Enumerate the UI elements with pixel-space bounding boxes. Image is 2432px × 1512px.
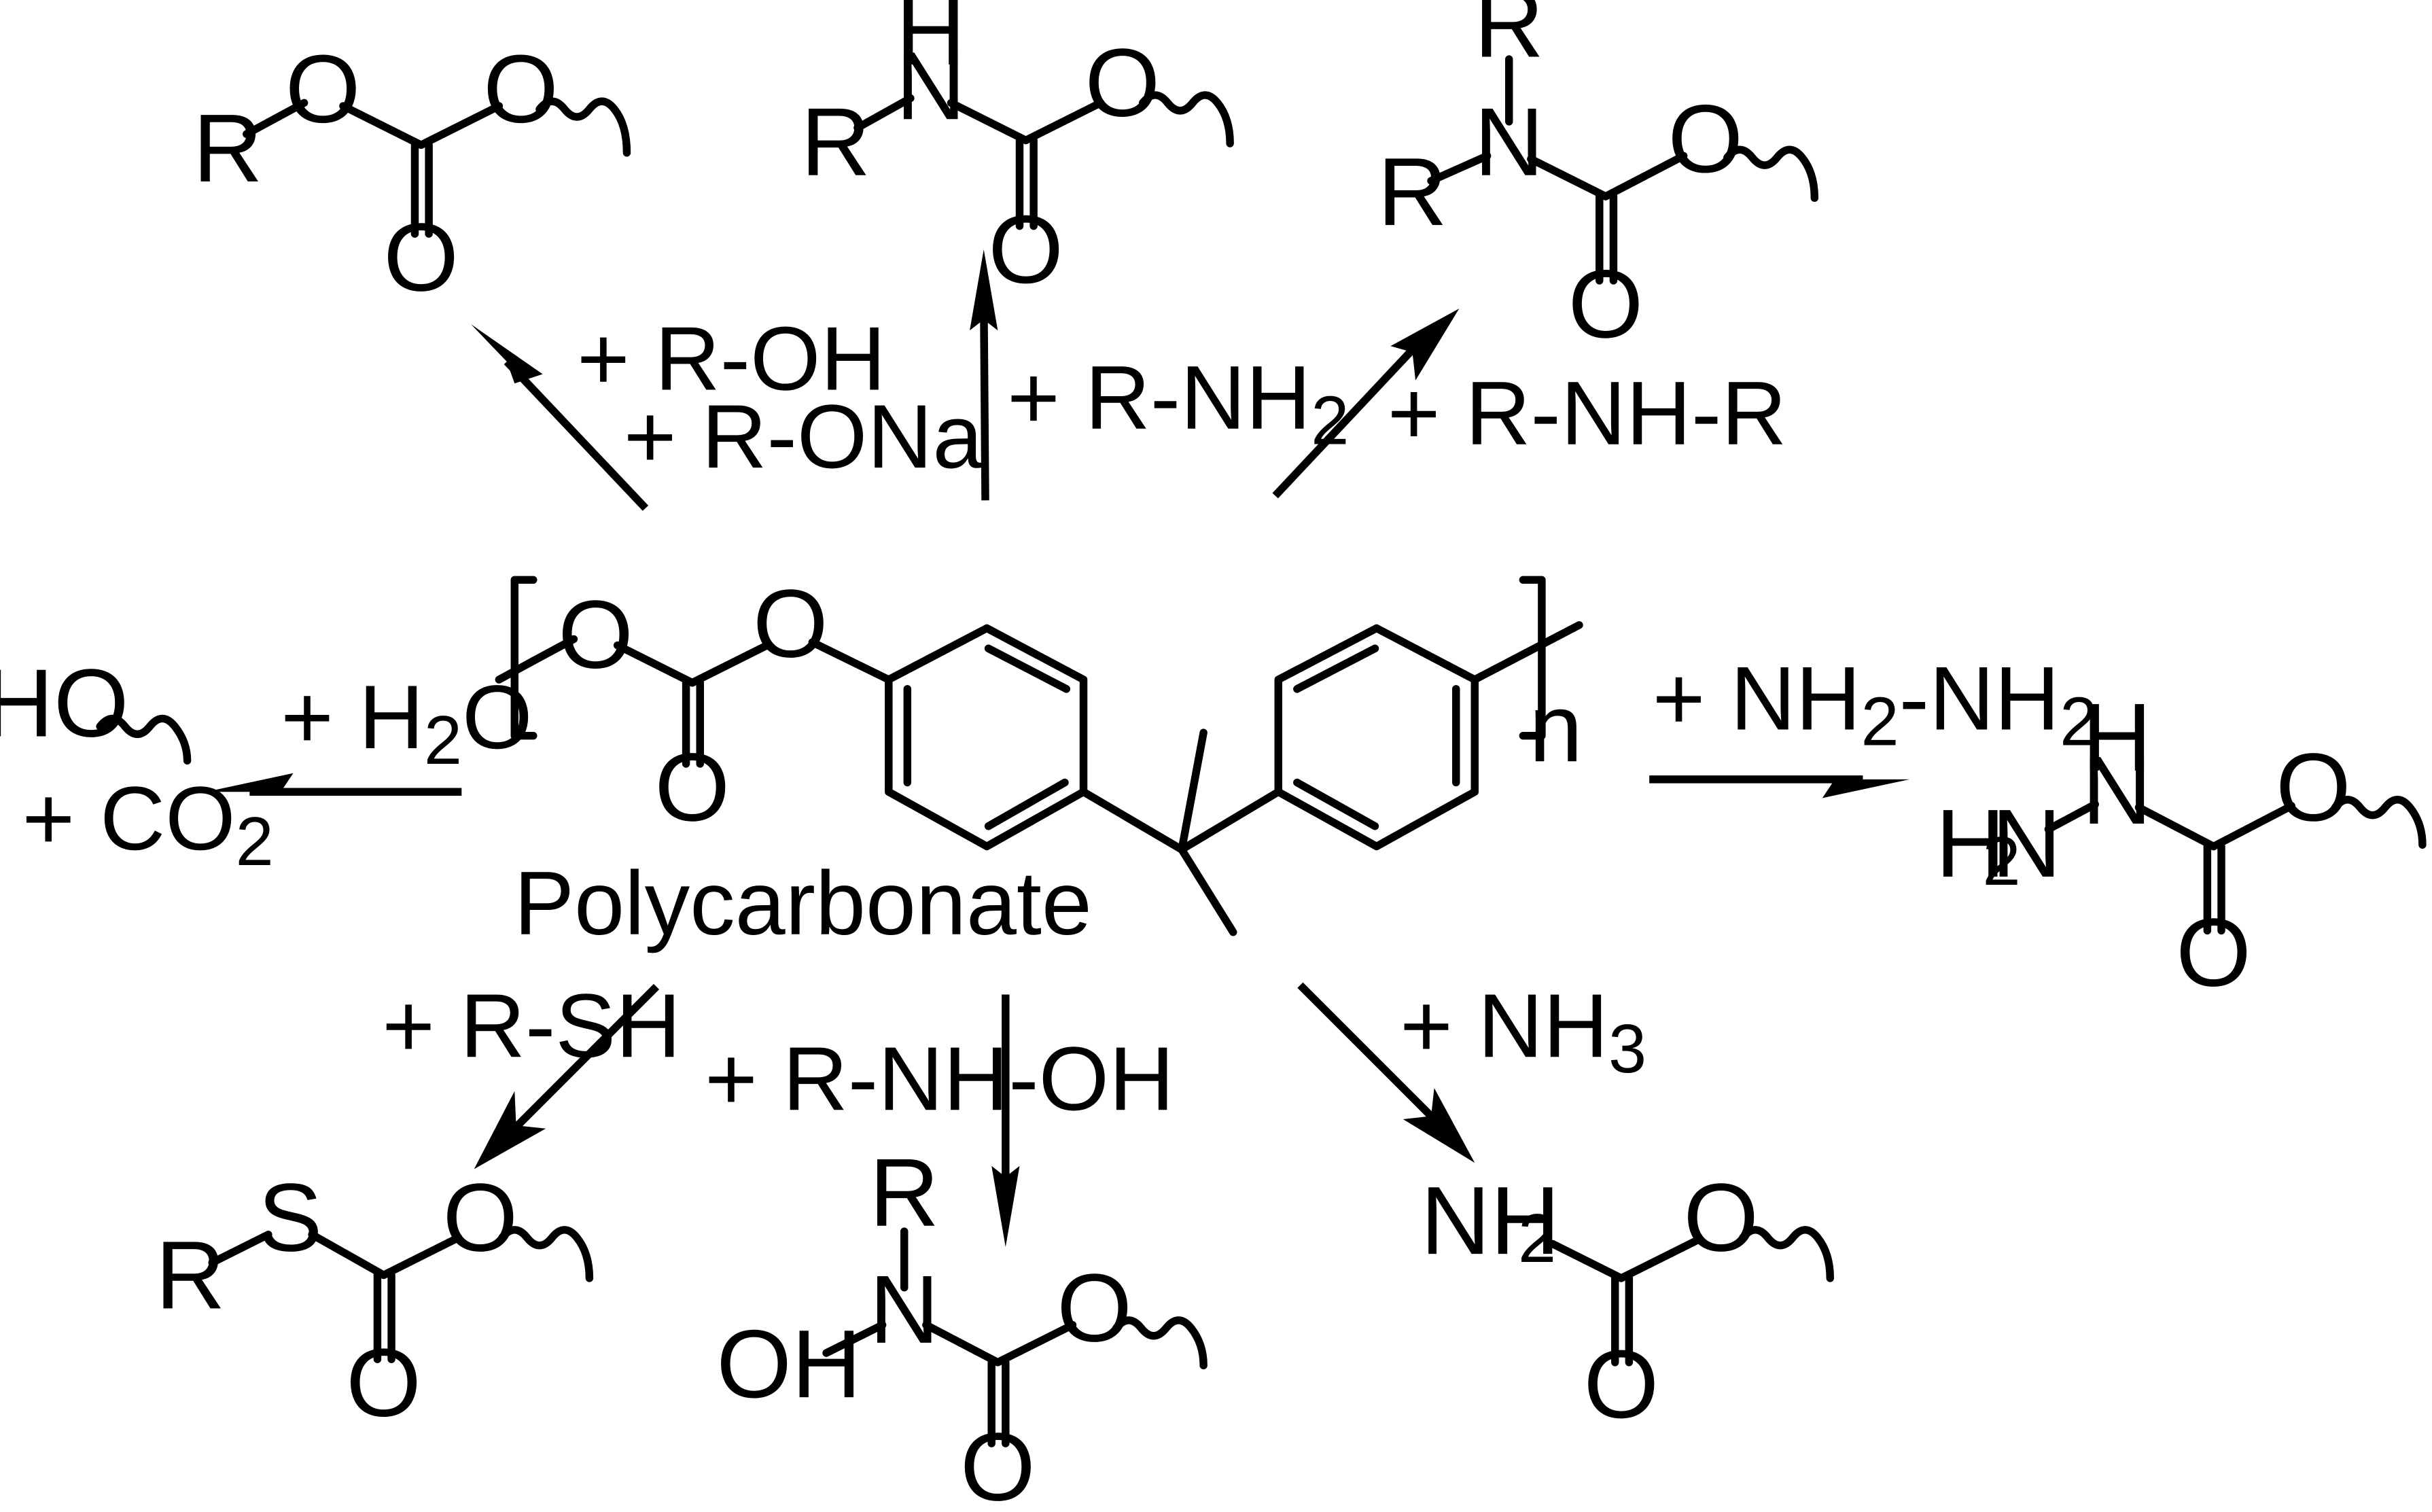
product-carbamate-unsubstituted: NH 2 O O <box>1421 1164 1834 1439</box>
wavy-bond <box>1723 145 1819 203</box>
left-bracket <box>510 576 537 740</box>
reagent-label: + NH3 <box>1400 976 1646 1087</box>
wavy-bond <box>96 714 192 765</box>
right-chain-end <box>1470 621 1583 684</box>
wavy-bond <box>1739 1226 1834 1282</box>
polycarbonate-structure: O O O n Polycarbonate <box>495 570 1583 954</box>
svg-text:O: O <box>2176 899 2251 1007</box>
svg-text:O: O <box>988 196 1063 304</box>
svg-text:O: O <box>383 204 459 312</box>
svg-text:O: O <box>960 1413 1036 1512</box>
reagent-label: + R-OH <box>577 309 886 409</box>
svg-text:O: O <box>1057 1254 1132 1362</box>
polymer-name: Polycarbonate <box>514 854 1091 954</box>
svg-text:O: O <box>2276 733 2351 841</box>
wavy-bond <box>535 97 631 157</box>
reagent-label: + H2O <box>281 667 532 779</box>
svg-text:O: O <box>1568 250 1644 358</box>
svg-text:H: H <box>896 0 966 86</box>
product-carbazate: H N H 2 N O O <box>1935 684 2427 1007</box>
svg-text:2: 2 <box>1518 1201 1556 1277</box>
repeat-index: n <box>1529 674 1583 782</box>
svg-text:R: R <box>193 94 263 203</box>
product-hydroxyl: HO <box>0 650 192 765</box>
product-dialkyl-carbamate: R N R O O <box>1377 0 1819 358</box>
atom-o-carbonyl: O <box>654 733 730 841</box>
svg-text:O: O <box>285 35 361 143</box>
reagent-label: + R-NH2 <box>1007 348 1349 459</box>
atom-o: O <box>753 570 828 678</box>
svg-text:R: R <box>1377 138 1447 246</box>
svg-text:N: N <box>869 1256 939 1364</box>
reagent-label: + R-NH-R <box>1388 364 1787 464</box>
svg-text:N: N <box>2082 737 2152 845</box>
reagent-label: + R-SH <box>382 976 681 1076</box>
wavy-bond <box>1112 1316 1208 1370</box>
reagent-label: + R-NH-OH <box>705 1029 1174 1129</box>
svg-text:HO: HO <box>0 650 129 758</box>
svg-text:2: 2 <box>1983 824 2021 900</box>
left-chain-end <box>495 656 537 684</box>
reagent-label: + NH2-NH2 <box>1653 649 2098 760</box>
svg-text:O: O <box>1085 29 1161 137</box>
svg-text:O: O <box>1668 85 1743 193</box>
svg-text:N: N <box>1474 88 1544 196</box>
svg-text:O: O <box>483 35 559 143</box>
svg-text:R: R <box>156 1221 226 1329</box>
svg-text:O: O <box>1683 1164 1759 1272</box>
svg-text:H: H <box>1935 790 2005 898</box>
svg-text:O: O <box>1584 1331 1659 1439</box>
wavy-bond <box>1138 91 1234 147</box>
product-carbonate: R O O O <box>193 35 631 312</box>
benzene-ring <box>1274 624 1479 851</box>
product-thiocarbonate: R S O O <box>156 1164 594 1437</box>
svg-text:O: O <box>443 1164 518 1272</box>
svg-text:N: N <box>896 32 966 140</box>
reagent-label: + R-ONa <box>624 387 983 487</box>
svg-text:H: H <box>2082 684 2152 792</box>
svg-text:O: O <box>346 1329 421 1437</box>
product-carbamate: R H N O O <box>800 0 1234 304</box>
reagent-label: + CO2 <box>22 769 273 880</box>
right-bracket <box>1519 576 1546 740</box>
product-hydroxy-carbamate: R N OH O O <box>716 1139 1208 1512</box>
svg-text:R: R <box>800 88 870 196</box>
benzene-ring <box>885 624 1088 851</box>
svg-text:S: S <box>258 1164 323 1272</box>
svg-text:NH: NH <box>1421 1167 1560 1275</box>
atom-o: O <box>558 581 633 689</box>
wavy-bond <box>498 1226 594 1282</box>
svg-text:N: N <box>1992 790 2062 898</box>
wavy-bond <box>2331 796 2427 849</box>
svg-text:OH: OH <box>716 1310 861 1418</box>
